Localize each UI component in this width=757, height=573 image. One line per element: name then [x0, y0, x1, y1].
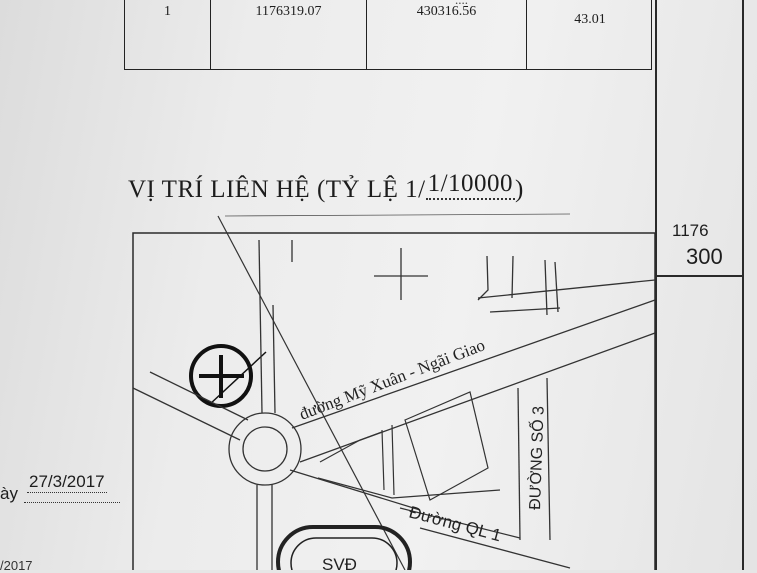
- road-label-my-xuan: đường Mỹ Xuân - Ngãi Giao: [297, 335, 488, 423]
- road-south-vertical: [256, 485, 273, 570]
- road-north-vertical: [258, 239, 293, 414]
- table-cell-fragment: ....: [455, 0, 468, 8]
- road-so-3: [517, 377, 551, 541]
- bottom-left-fragment: /2017: [0, 558, 33, 573]
- roundabout: [228, 412, 302, 486]
- frame-line-coord-divider: [655, 275, 743, 277]
- stadium: [276, 525, 412, 570]
- date-dotted-line: [24, 502, 120, 503]
- road-ql1: [289, 469, 571, 569]
- north-arrow-symbol: [189, 344, 267, 408]
- table-cell-point-id: 1: [125, 0, 211, 69]
- table-cell-y: 430316.56: [367, 0, 527, 69]
- date-value: 27/3/2017: [27, 472, 107, 493]
- grid-coordinate-label-2: 300: [686, 244, 723, 269]
- map-frame: [132, 232, 656, 570]
- table-cell-x: 1176319.07: [211, 0, 367, 69]
- title-underline: [224, 213, 571, 217]
- road-my-xuan-ngai-giao: [291, 279, 656, 463]
- date-prefix: ày: [0, 484, 18, 503]
- map-title-prefix: VỊ TRÍ LIÊN HỆ (TỶ LỆ 1/: [128, 176, 426, 203]
- table-cell-distance: 43.01: [574, 12, 606, 27]
- grid-coordinate-label-1: 1176: [672, 221, 709, 240]
- map-title: VỊ TRÍ LIÊN HỆ (TỶ LỆ 1/1/10000): [128, 170, 524, 206]
- map-scale-value: 1/10000: [425, 170, 516, 200]
- frame-line-right-outer: [742, 0, 744, 570]
- grid-cross-mark: [374, 248, 428, 300]
- map-title-suffix: ): [515, 176, 524, 203]
- coordinate-table: 1 1176319.07 430316.56 43.01: [124, 0, 652, 70]
- road-label-ql1: Đường QL 1: [407, 503, 503, 546]
- road-label-so-3: ĐƯỜNG SỐ 3: [524, 406, 548, 511]
- stadium-label: SVĐ: [322, 555, 357, 570]
- industrial-block: [317, 391, 521, 539]
- road-left-diagonal: [132, 371, 249, 441]
- leader-line: [217, 215, 406, 570]
- road-top-right-branches: [477, 255, 559, 316]
